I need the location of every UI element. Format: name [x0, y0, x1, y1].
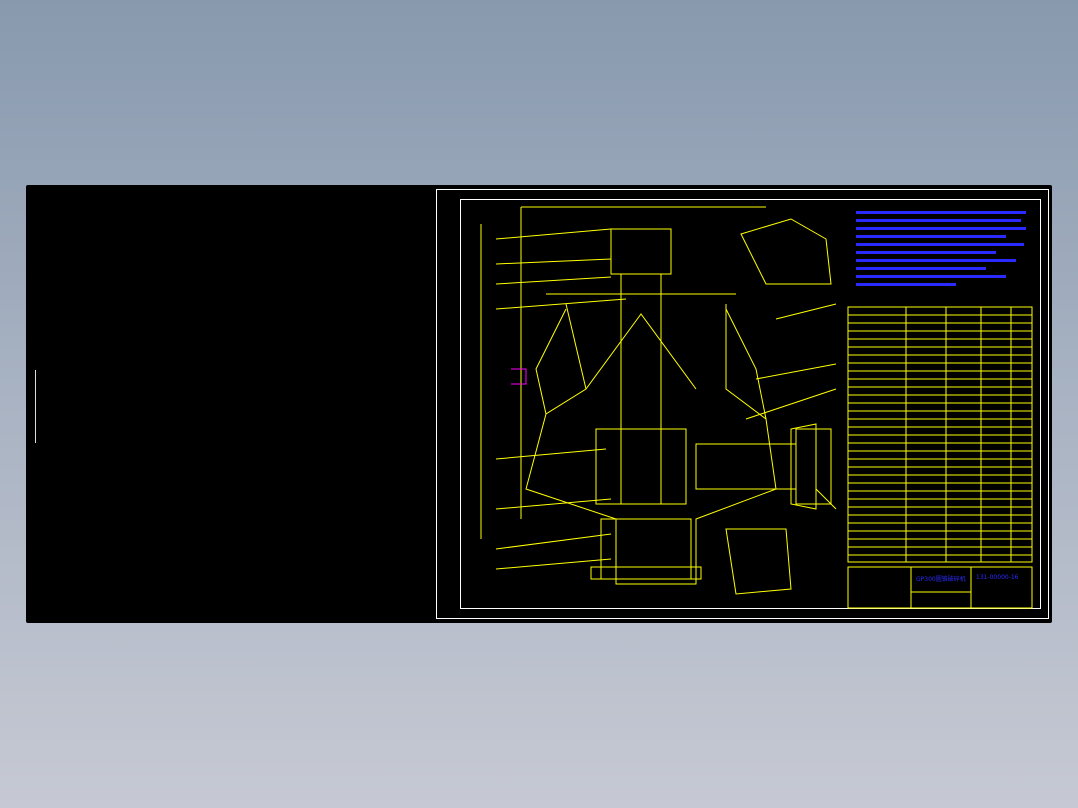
sheet-border: [436, 189, 1049, 619]
cad-viewport[interactable]: GP300圆锥破碎机 131-00000-16: [26, 185, 1052, 623]
technical-notes: [856, 211, 1026, 286]
crusher-assembly-section: [480, 206, 837, 595]
drawing-number: 131-00000-16: [976, 574, 1019, 581]
highlight-mark: [511, 368, 527, 385]
parts-list-table: [847, 306, 1033, 563]
crosshair-cursor: [35, 370, 36, 443]
drawing-sheet: GP300圆锥破碎机 131-00000-16: [436, 189, 1049, 619]
sheet-frame: [460, 199, 1041, 609]
machine-name: GP300圆锥破碎机: [916, 575, 966, 583]
title-block: [847, 566, 1033, 609]
